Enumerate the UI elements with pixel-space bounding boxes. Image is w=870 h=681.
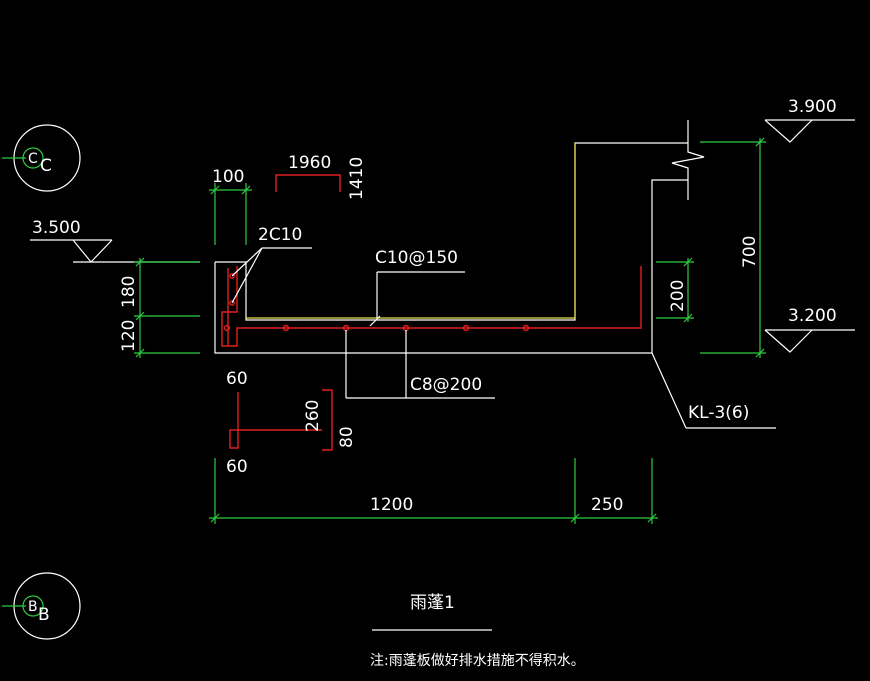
rebar-dot: [522, 324, 530, 332]
leader-2c10: 2C10: [231, 225, 312, 304]
elevation-mark-top-right: 3.900: [764, 97, 855, 143]
axis-b-label: B: [38, 605, 50, 625]
axis-c-label: C: [40, 156, 52, 176]
rebar-group: [221, 266, 642, 347]
dim-bottom: 1200 250: [209, 458, 658, 524]
elevation-bottom-right-text: 3.200: [788, 306, 837, 326]
leader-c10: C10@150: [369, 248, 465, 327]
dim-250-text: 250: [591, 495, 623, 515]
rebar-dot: [229, 273, 235, 279]
elevation-top-right-text: 3.900: [788, 97, 837, 117]
drawing-title: 雨蓬1: [410, 593, 455, 613]
axis-c-small-label: C: [28, 151, 38, 167]
dim-700: 700: [700, 137, 766, 358]
rebar-shape-260: 60 60 260 80: [226, 369, 357, 477]
dim-180-text: 180: [119, 276, 139, 308]
elevation-mark-left: 3.500: [30, 218, 200, 263]
dim-1960-text: 1960: [288, 153, 331, 173]
dim-1200-text: 1200: [370, 495, 413, 515]
leader-beam: KL-3(6): [651, 352, 776, 429]
wall-lines: [246, 143, 576, 319]
dim-700-text: 700: [740, 236, 760, 268]
rebar-dot: [282, 324, 290, 332]
elevation-mark-bottom-right: 3.200: [764, 306, 855, 353]
dim-60a-text: 60: [226, 369, 248, 389]
dim-1410-text: 1410: [347, 157, 367, 200]
dim-left-vertical: 180 120: [119, 257, 200, 358]
dim-200: 200: [656, 257, 694, 323]
drawing-title-block: 雨蓬1 注:雨蓬板做好排水措施不得积水。: [370, 593, 585, 669]
leader-c8: C8@200: [345, 330, 495, 399]
elevation-left-text: 3.500: [32, 218, 81, 238]
label-2c10: 2C10: [258, 225, 302, 245]
dim-100: 100: [209, 167, 252, 245]
dim-200-text: 200: [668, 280, 688, 312]
dim-60b-text: 60: [226, 457, 248, 477]
rebar-shape-1960: 1960 1410: [275, 153, 367, 200]
drawing-note: 注:雨蓬板做好排水措施不得积水。: [370, 652, 585, 669]
rebar-dot: [462, 324, 470, 332]
dim-100-text: 100: [212, 167, 244, 187]
dim-260-text: 260: [303, 400, 323, 432]
rebar-dot: [223, 324, 231, 332]
axis-b-small-label: B: [28, 599, 38, 615]
dim-80-text: 80: [337, 426, 357, 448]
dim-120-text: 120: [119, 320, 139, 352]
label-beam: KL-3(6): [688, 403, 749, 423]
axis-marker-c: C C: [2, 124, 81, 192]
label-c8: C8@200: [410, 375, 482, 395]
label-c10: C10@150: [375, 248, 458, 268]
rebar-dot: [229, 300, 235, 306]
axis-marker-b: B B: [2, 572, 81, 640]
